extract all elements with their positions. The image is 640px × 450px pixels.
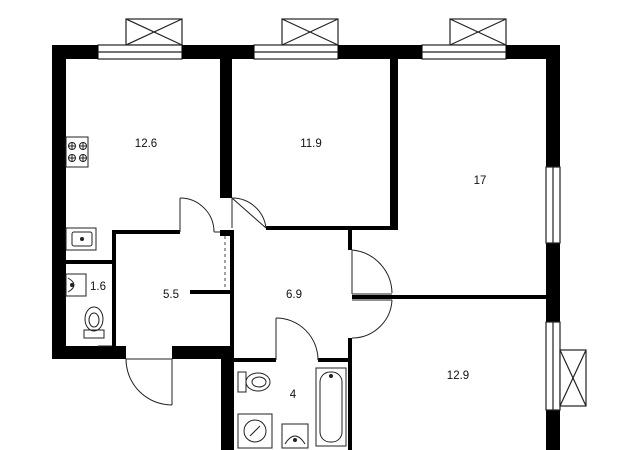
door-kitchen <box>179 197 220 233</box>
room-area-kitchen: 12.6 <box>135 138 157 150</box>
bathtub-icon <box>315 367 347 447</box>
stove-icon <box>65 136 89 168</box>
window-bedroom-top <box>253 18 339 60</box>
room-area-bedroom-middle: 11.9 <box>300 138 322 150</box>
bathroom-sink-icon <box>281 423 309 449</box>
door-living <box>351 249 393 295</box>
window-bedroom-right <box>545 321 587 411</box>
room-area-bathroom: 4 <box>290 389 297 401</box>
door-bathroom <box>275 317 319 361</box>
kitchen-sink-icon <box>65 227 97 251</box>
room-area-toilet: 1.6 <box>90 281 106 293</box>
room-area-living-room: 17 <box>474 175 487 187</box>
room-area-hallway: 5.5 <box>163 289 179 301</box>
window-living-top <box>421 18 507 60</box>
room-area-corridor: 6.9 <box>286 289 302 301</box>
door-bedroom-middle <box>231 197 267 229</box>
door-entrance <box>125 358 173 406</box>
washing-machine-icon <box>237 413 273 449</box>
window-kitchen-top <box>97 18 183 60</box>
interior-walls <box>66 59 546 450</box>
room-area-bedroom-right: 12.9 <box>447 370 469 382</box>
washbasin-icon <box>65 273 87 297</box>
door-bedroom-right <box>351 299 393 339</box>
toilet-icon <box>83 306 105 339</box>
exterior-walls <box>52 45 560 450</box>
window-living-right <box>545 166 561 244</box>
bathroom-toilet-icon <box>237 371 271 393</box>
